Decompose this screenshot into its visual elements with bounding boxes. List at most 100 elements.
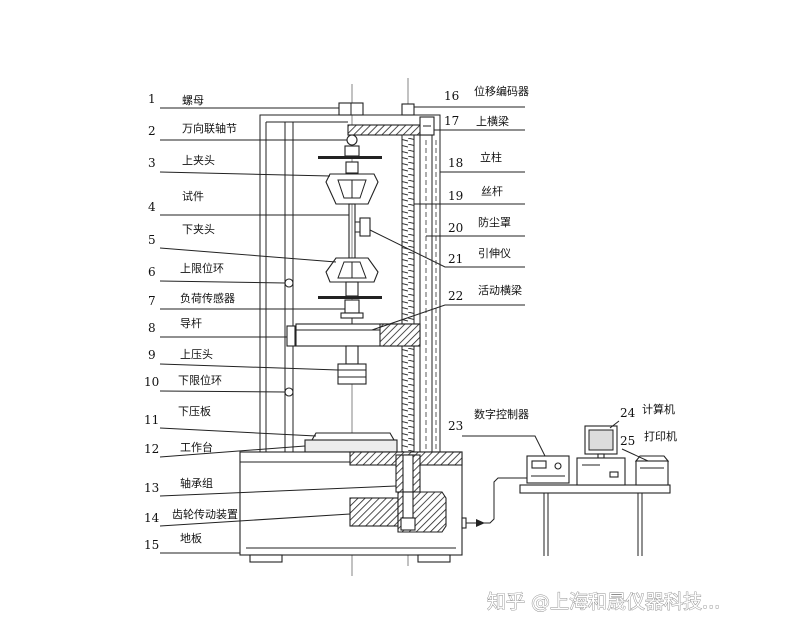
label-text-10: 下限位环 <box>178 373 222 387</box>
label-text-11: 下压板 <box>178 404 211 418</box>
label-text-1: 螺母 <box>182 94 204 107</box>
label-text-6: 上限位环 <box>180 261 224 275</box>
leader-line-5 <box>159 247 337 263</box>
label-number-5: 5 <box>148 233 156 247</box>
label-text-5: 下夹头 <box>182 223 215 236</box>
leader-line-10 <box>159 390 286 393</box>
extensometer <box>359 217 371 237</box>
label-text-18: 立柱 <box>480 150 502 164</box>
lower-bar <box>318 296 382 299</box>
load-cell-base <box>340 312 364 319</box>
watermark: 知乎 @上海和晟仪器科技... <box>487 591 720 613</box>
leader-lines <box>159 106 649 554</box>
label-number-24: 24 <box>620 406 636 420</box>
leader-line-24 <box>609 420 620 429</box>
upper-crossbeam <box>347 124 433 136</box>
computer-screen <box>588 429 614 451</box>
displacement-encoder <box>401 103 415 116</box>
label-number-15: 15 <box>144 538 159 552</box>
leader-line-12 <box>159 445 306 458</box>
label-text-17: 上横梁 <box>476 114 509 128</box>
label-text-20: 防尘罩 <box>478 215 511 229</box>
label-number-8: 8 <box>148 321 156 335</box>
label-number-13: 13 <box>144 481 159 495</box>
label-number-4: 4 <box>148 200 156 214</box>
digital-controller-knob <box>554 462 562 470</box>
leader-line-11 <box>159 427 317 437</box>
label-number-21: 21 <box>448 252 463 266</box>
printer <box>635 460 669 486</box>
label-text-3: 上夹头 <box>182 154 215 167</box>
leader-line-25 <box>621 448 649 462</box>
worktable <box>304 439 398 453</box>
label-number-11: 11 <box>144 413 159 427</box>
guide-sleeve <box>286 325 296 347</box>
label-text-4: 试件 <box>182 190 204 203</box>
digital-controller <box>526 455 570 484</box>
computer-button <box>609 471 619 478</box>
lead-screw <box>401 134 415 493</box>
label-number-18: 18 <box>448 156 463 170</box>
leader-line-6 <box>159 280 286 284</box>
label-text-12: 工作台 <box>180 440 213 454</box>
label-number-20: 20 <box>448 221 463 235</box>
base-connector <box>461 517 467 529</box>
label-number-25: 25 <box>620 434 635 448</box>
label-text-22: 活动横梁 <box>478 283 522 297</box>
label-number-9: 9 <box>148 348 156 362</box>
label-text-2: 万向联轴节 <box>182 121 237 135</box>
lower-grip-connector <box>345 281 359 297</box>
label-text-9: 上压头 <box>180 348 213 361</box>
digital-controller-display <box>531 460 547 469</box>
label-number-3: 3 <box>148 156 156 170</box>
label-text-13: 轴承组 <box>180 476 213 490</box>
moving-crossbeam-nut <box>379 323 421 347</box>
desk-top <box>519 484 671 494</box>
label-number-1: 1 <box>148 92 156 106</box>
label-text-8: 导杆 <box>180 316 202 330</box>
label-text-25: 打印机 <box>644 429 677 443</box>
gear-shaft <box>402 491 414 519</box>
left-labels: 1 螺母 2 万向联轴节 3 上夹头 4 试件 5 下夹头 6 上限位环 7 负… <box>144 92 238 552</box>
leader-line-13 <box>159 485 397 497</box>
label-number-2: 2 <box>148 124 156 138</box>
lower-limit-ring <box>284 387 294 397</box>
label-number-22: 22 <box>448 289 463 303</box>
upper-platen <box>337 363 367 385</box>
label-number-19: 19 <box>448 189 463 203</box>
gear-bolt <box>400 517 416 531</box>
universal-joint <box>346 134 358 146</box>
load-cell <box>344 299 360 314</box>
testing-machine <box>239 78 467 576</box>
foot-right <box>417 554 451 563</box>
leader-line-23 <box>462 435 546 457</box>
label-number-17: 17 <box>444 114 459 128</box>
computer-stand <box>597 453 605 459</box>
leader-line-14 <box>159 513 351 527</box>
lower-grip-wedge <box>337 261 367 279</box>
leader-line-9 <box>159 363 339 371</box>
universal-joint-body <box>344 145 360 157</box>
workstation <box>466 425 671 556</box>
leader-line-22 <box>371 304 525 331</box>
label-number-23: 23 <box>448 419 463 433</box>
label-text-14: 齿轮传动装置 <box>172 507 238 521</box>
label-text-7: 负荷传感器 <box>180 291 235 305</box>
bearing-shaft <box>402 454 414 493</box>
printer-paper <box>634 455 670 462</box>
label-text-24: 计算机 <box>642 402 675 416</box>
label-text-21: 引伸仪 <box>478 246 511 260</box>
label-text-23: 数字控制器 <box>474 407 529 421</box>
platen-rod <box>345 345 359 365</box>
label-number-12: 12 <box>144 442 159 456</box>
signal-cable <box>466 477 527 524</box>
signal-arrow-icon <box>476 519 485 527</box>
lower-platen <box>311 432 395 441</box>
foot-left <box>249 554 283 563</box>
upper-bar <box>318 156 382 159</box>
label-number-6: 6 <box>148 265 156 279</box>
label-text-15: 地板 <box>180 531 202 545</box>
leader-line-21 <box>369 229 525 268</box>
leader-line-3 <box>159 171 331 177</box>
